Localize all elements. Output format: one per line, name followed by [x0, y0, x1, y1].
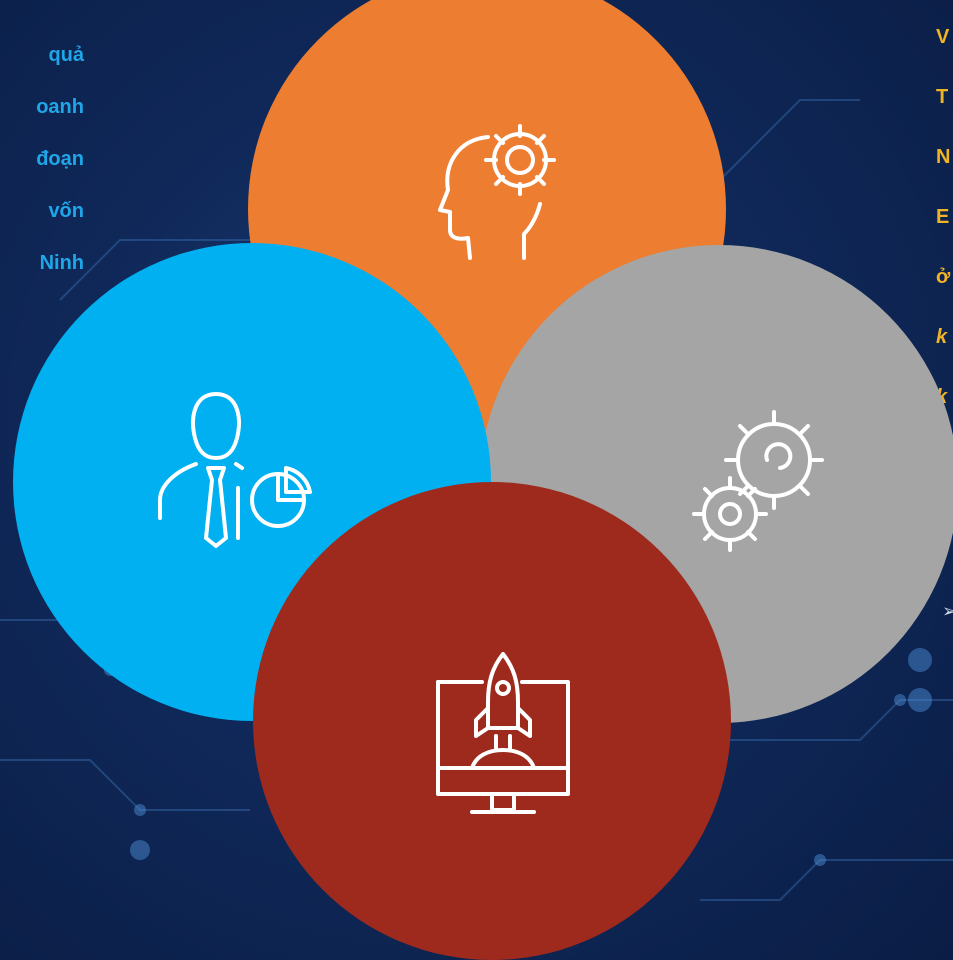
right-text-line: E: [936, 206, 950, 228]
left-text-line: Ninh: [39, 252, 84, 274]
head-gear-icon: [438, 124, 556, 260]
arrow-bullet: ➢: [942, 601, 953, 621]
monitor-rocket-icon: [436, 652, 570, 814]
left-text-line: vốn: [48, 200, 84, 222]
right-text-line: k: [936, 326, 948, 348]
right-text-line: ở: [936, 266, 951, 288]
red-circle[interactable]: [253, 482, 731, 960]
gears-icon: [692, 410, 824, 552]
left-text-line: quả: [48, 44, 84, 66]
right-text-line: V: [936, 26, 950, 48]
left-text-block: quả oanh đoạn vốn Ninh: [0, 16, 84, 302]
right-text-line: N: [936, 146, 951, 168]
right-text-line: T: [936, 86, 949, 108]
left-text-line: oanh: [36, 96, 84, 118]
left-text-line: đoạn: [36, 148, 84, 170]
businessman-chart-icon: [158, 392, 312, 548]
